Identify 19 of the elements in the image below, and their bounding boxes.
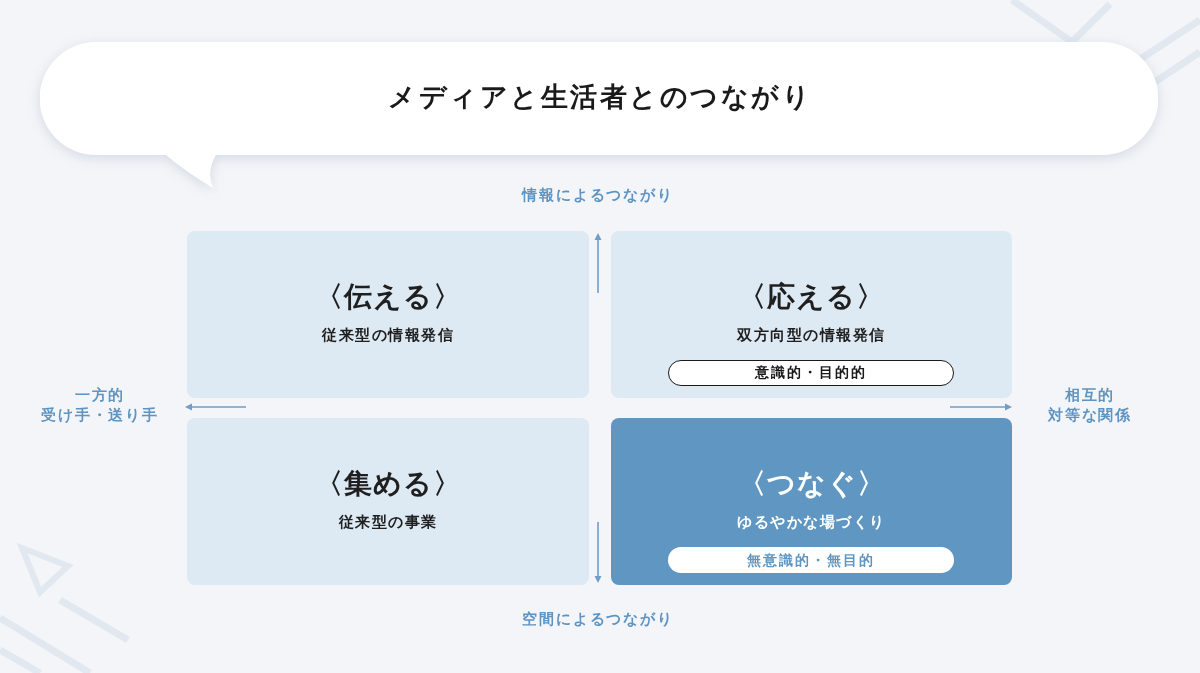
keyword-tag: 意識的・目的的 (668, 360, 954, 386)
quadrant-subtitle: 従来型の情報発信 (322, 325, 454, 345)
title: メディアと生活者とのつながり (388, 80, 812, 114)
quadrant-subtitle: ゆるやかな場づくり (737, 512, 886, 532)
quadrant-subtitle: 従来型の事業 (338, 512, 438, 532)
quadrant-box (611, 418, 1012, 585)
axis-label: 対等な関係 (1048, 406, 1132, 425)
quadrant-heading: 〈集める〉 (314, 467, 462, 501)
axis-label: 相互的 (1064, 386, 1116, 405)
axis-label: 受け手・送り手 (41, 406, 159, 425)
quadrant-subtitle: 双方向型の情報発信 (737, 325, 886, 345)
quadrant-heading: 〈伝える〉 (314, 280, 462, 314)
quadrant-box (611, 231, 1012, 398)
axis-label: 情報によるつながり (522, 186, 674, 205)
keyword-tag: 無意識的・無目的 (668, 547, 954, 573)
axis-label: 空間によるつながり (522, 610, 674, 629)
quadrant-heading: 〈つなぐ〉 (737, 467, 886, 501)
axis-label: 一方的 (74, 386, 126, 405)
quadrant-heading: 〈応える〉 (738, 280, 885, 314)
